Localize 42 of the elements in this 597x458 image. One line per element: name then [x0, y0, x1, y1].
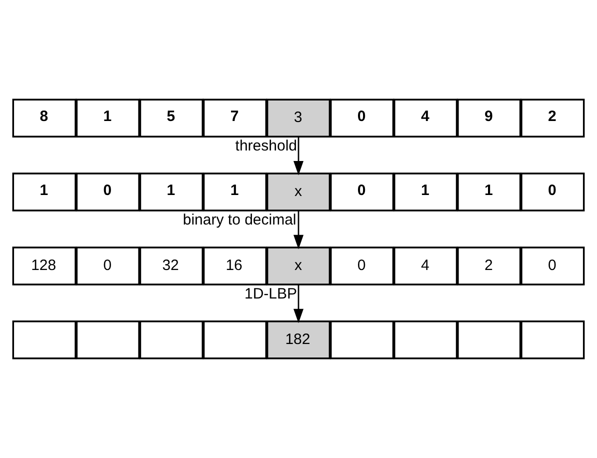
node-box: x [266, 172, 331, 212]
node-box [394, 320, 458, 360]
edge-label: binary to decimal [182, 211, 296, 228]
node-box: 128 [12, 246, 76, 286]
node-box [520, 320, 585, 360]
node-box: 2 [520, 98, 585, 138]
node-box: 1 [12, 172, 76, 212]
node-box: 0 [330, 172, 394, 212]
node-box: 0 [520, 172, 585, 212]
node-box [139, 320, 204, 360]
node-box: 7 [202, 98, 268, 138]
node-box [12, 320, 76, 360]
node-box: 0 [330, 98, 394, 138]
node-box: 0 [76, 246, 140, 286]
node-box [76, 320, 140, 360]
node-box: 8 [12, 98, 76, 138]
node-box: 1 [457, 172, 522, 212]
node-box: 1 [76, 98, 140, 138]
edge-label: threshold [235, 137, 298, 154]
node-box: 4 [394, 98, 458, 138]
arrow [293, 284, 304, 324]
node-box: 1 [202, 172, 268, 212]
node-box: 2 [457, 246, 522, 286]
node-box: 4 [394, 246, 458, 286]
node-box: 16 [202, 246, 268, 286]
arrow [293, 210, 304, 250]
node-box: 1 [394, 172, 458, 212]
node-box: x [266, 246, 331, 286]
node-box: 9 [457, 98, 522, 138]
node-box: 182 [266, 320, 331, 360]
arrow [293, 136, 304, 176]
node-box [330, 320, 394, 360]
edge-label: 1D-LBP [244, 285, 298, 302]
node-box: 1 [139, 172, 204, 212]
node-box: 32 [139, 246, 204, 286]
node-box: 0 [330, 246, 394, 286]
node-box [457, 320, 522, 360]
node-box: 0 [520, 246, 585, 286]
node-box [202, 320, 268, 360]
node-box: 5 [139, 98, 204, 138]
node-box: 0 [76, 172, 140, 212]
node-box: 3 [266, 98, 331, 138]
